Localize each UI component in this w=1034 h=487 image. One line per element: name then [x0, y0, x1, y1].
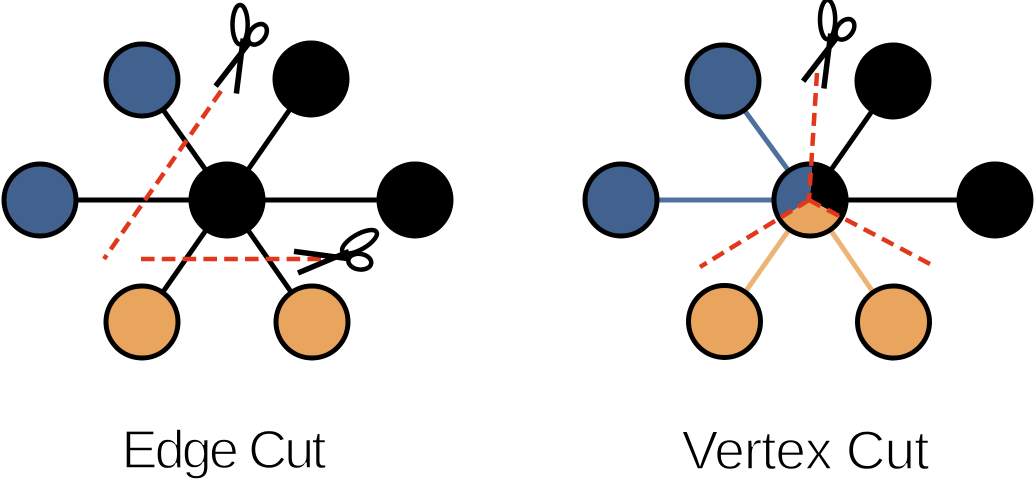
- svg-text:Vertex Cut: Vertex Cut: [682, 419, 930, 481]
- svg-text:Edge Cut: Edge Cut: [122, 420, 327, 480]
